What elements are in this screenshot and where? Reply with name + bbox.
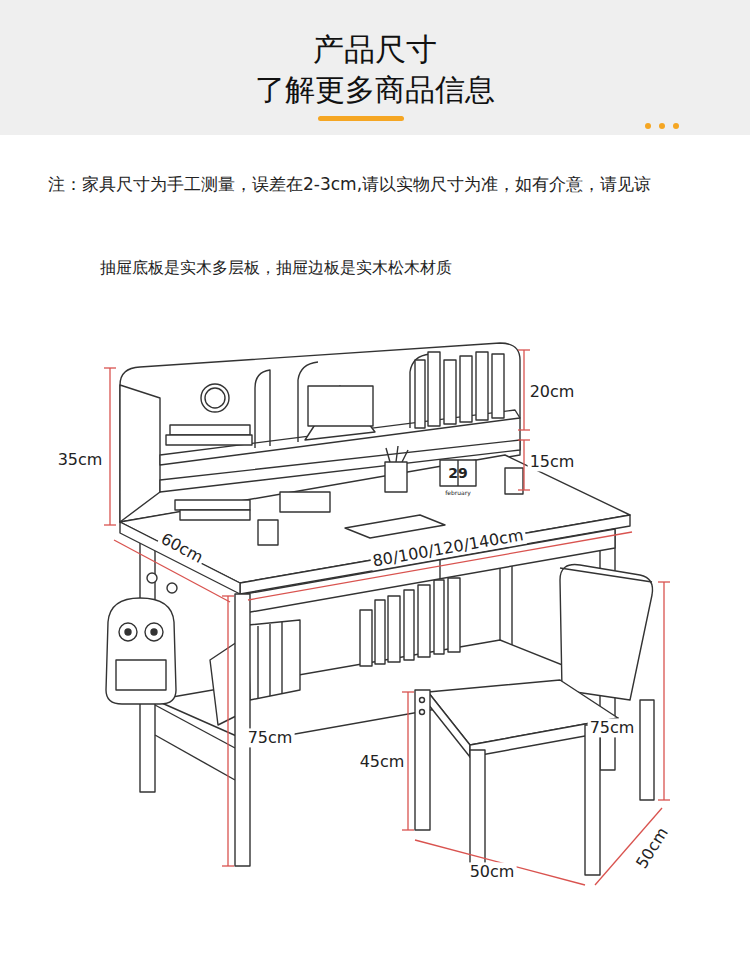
dimension: 45cm	[358, 752, 407, 771]
dimension: 50cm	[468, 862, 517, 881]
calendar-month: february	[445, 489, 471, 496]
header-band	[0, 0, 750, 135]
dimension-lines	[104, 350, 670, 885]
dimension: 20cm	[528, 382, 577, 401]
accent-bar	[318, 116, 404, 121]
dimension: 75cm	[246, 728, 295, 747]
dimension: 50cm	[631, 822, 673, 874]
note: 抽屉底板是实木多层板，抽屉边板是实木松木材质	[100, 258, 452, 277]
page-title: 产品尺寸	[313, 31, 437, 68]
dimension: 35cm	[56, 450, 105, 469]
desk-drawing	[106, 343, 654, 875]
note: 注：家具尺寸为手工测量，误差在2-3cm,请以实物尺寸为准，如有介意，请见谅	[48, 174, 710, 194]
calendar-date: 29	[448, 465, 467, 482]
dimension: 75cm	[588, 718, 637, 737]
dimension: 15cm	[528, 452, 577, 471]
subtitle: 了解更多商品信息	[255, 72, 495, 108]
